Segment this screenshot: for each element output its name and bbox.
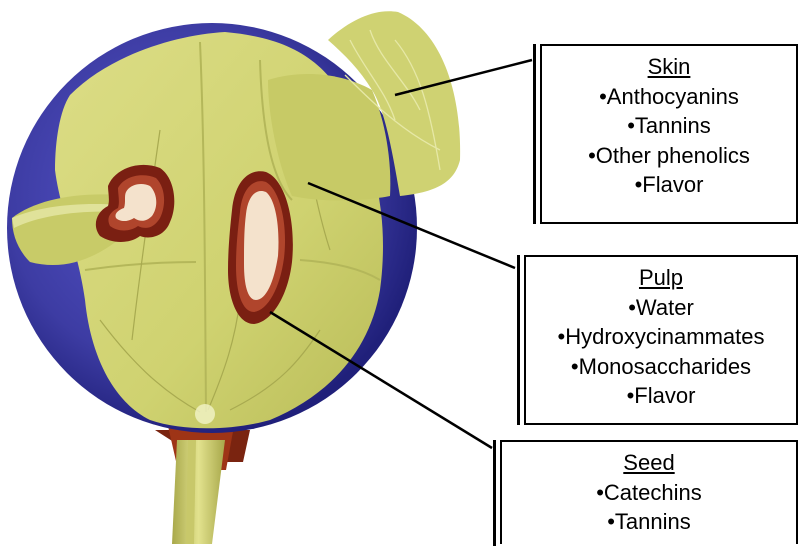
skin-compound-list: Anthocyanins Tannins Other phenolics Fla…: [542, 82, 796, 200]
list-item: Anthocyanins: [542, 82, 796, 112]
seed-callout: Seed Catechins Tannins: [500, 440, 798, 544]
skin-callout: Skin Anthocyanins Tannins Other phenolic…: [540, 44, 798, 224]
list-item: Monosaccharides: [526, 352, 796, 382]
list-item: Water: [526, 293, 796, 323]
skin-title: Skin: [542, 52, 796, 82]
list-item: Hydroxycinammates: [526, 322, 796, 352]
list-item: Tannins: [542, 111, 796, 141]
pulp-callout: Pulp Water Hydroxycinammates Monosacchar…: [524, 255, 798, 425]
pulp-compound-list: Water Hydroxycinammates Monosaccharides …: [526, 293, 796, 411]
list-item: Other phenolics: [542, 141, 796, 171]
pulp-title: Pulp: [526, 263, 796, 293]
list-item: Tannins: [502, 507, 796, 537]
seed-compound-list: Catechins Tannins: [502, 478, 796, 537]
seed-title: Seed: [502, 448, 796, 478]
list-item: Flavor: [542, 170, 796, 200]
stem: [155, 426, 250, 544]
list-item: Catechins: [502, 478, 796, 508]
list-item: Flavor: [526, 381, 796, 411]
skin-flap: [268, 11, 460, 200]
